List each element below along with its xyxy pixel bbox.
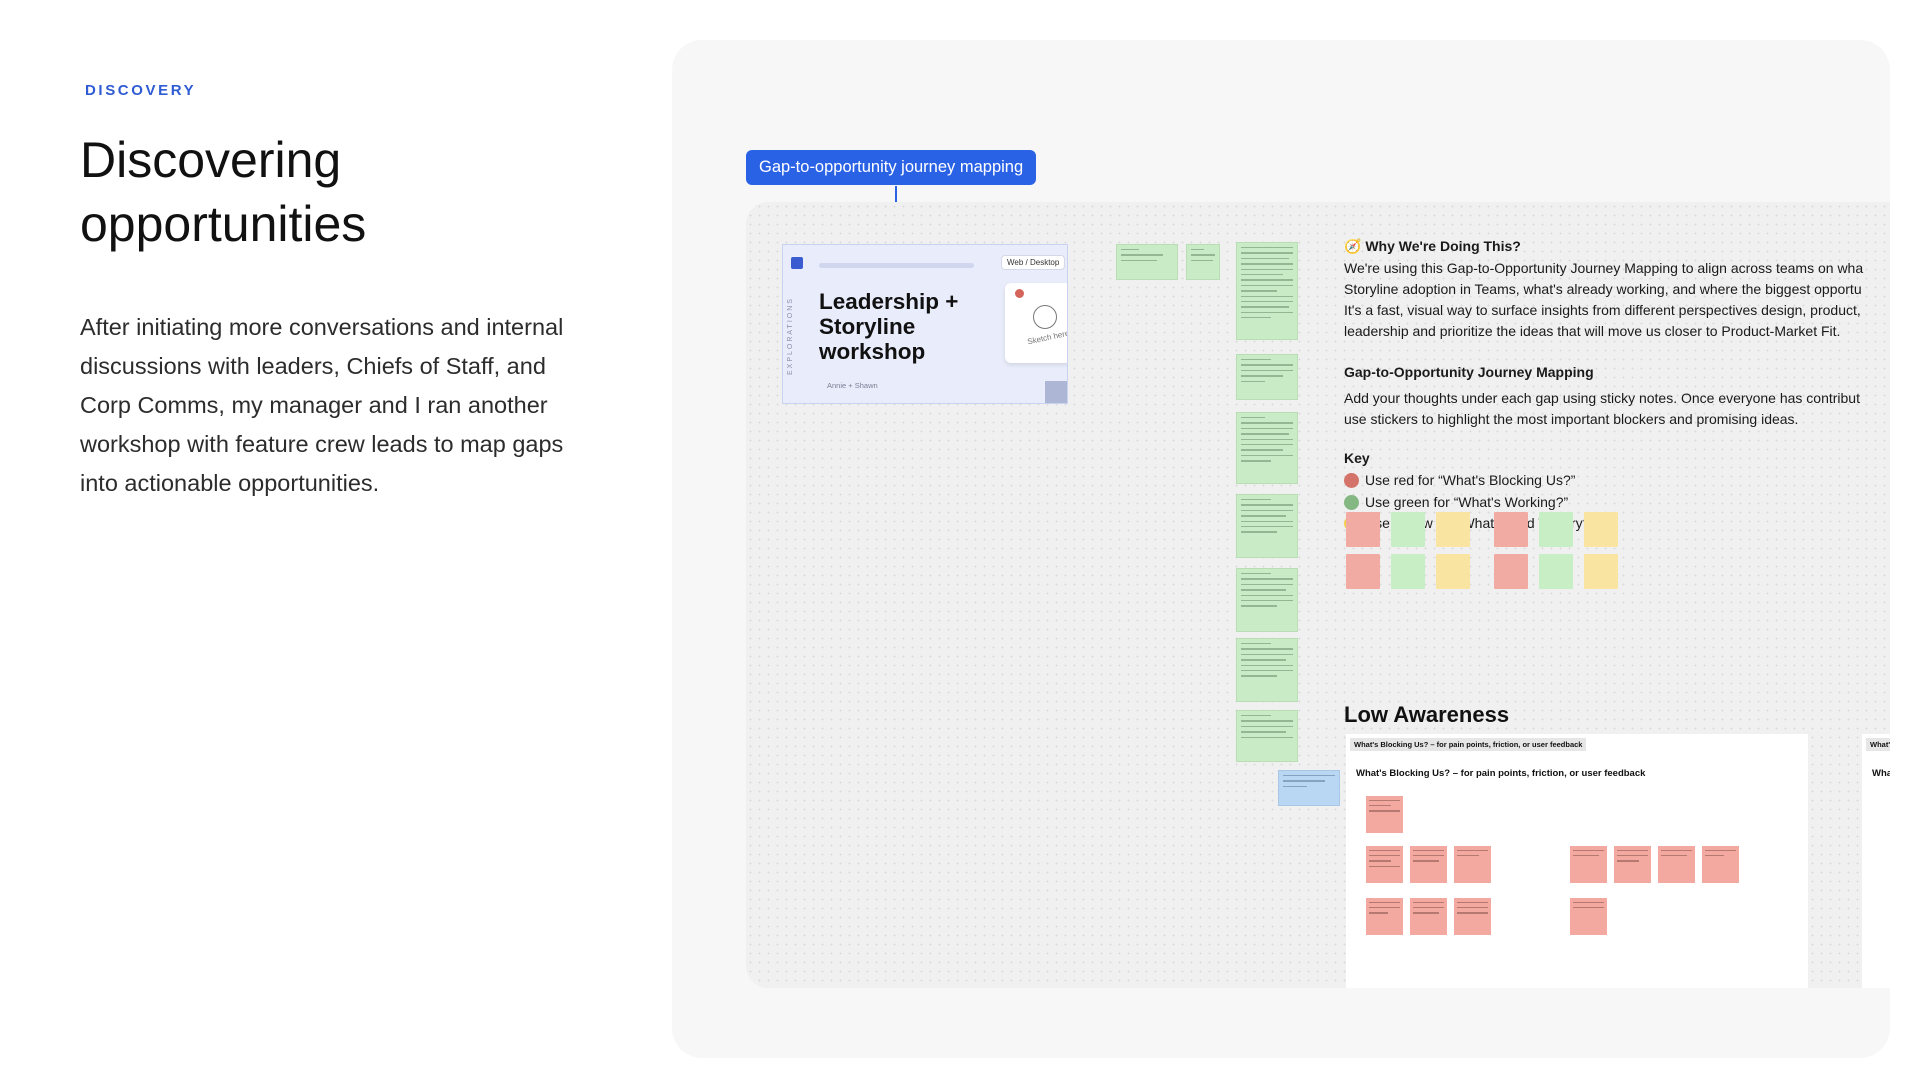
frame-tag: What's Blocking Us? – for pain points, f… (1350, 738, 1587, 751)
sticky-note-red[interactable] (1658, 846, 1695, 883)
sticky-note-green[interactable] (1391, 512, 1425, 547)
thumbnail-title-line-3: workshop (819, 339, 926, 364)
sticky-note-red[interactable] (1346, 512, 1380, 547)
workshop-thumbnail[interactable]: Web / Desktop EXPLORATIONS Leadership + … (782, 244, 1068, 404)
key-heading: Key (1344, 450, 1370, 466)
sticky-note-red[interactable] (1702, 846, 1739, 883)
sticky-note-yellow[interactable] (1436, 512, 1470, 547)
grid-icon (1045, 381, 1067, 403)
why-line-2: Storyline adoption in Teams, what's alre… (1344, 281, 1862, 297)
smiley-icon (1033, 305, 1057, 329)
thumbnail-address-bar (819, 263, 974, 268)
green-dot-icon (1344, 494, 1359, 510)
journey-mapping-chip: Gap-to-opportunity journey mapping (746, 150, 1037, 185)
frame-tag: What's V (1866, 738, 1890, 751)
whiteboard-canvas[interactable]: Web / Desktop EXPLORATIONS Leadership + … (746, 202, 1890, 988)
blocking-frame[interactable]: What's Blocking Us? – for pain points, f… (1346, 734, 1808, 988)
section-title: Low Awareness (1344, 702, 1510, 727)
instructions-panel: 🧭 Why We're Doing This? We're using this… (1344, 238, 1890, 535)
key-item-red: Use red for “What's Blocking Us?” (1344, 470, 1890, 492)
pin-icon (1015, 289, 1024, 298)
mapping-line-2: use stickers to highlight the most impor… (1344, 411, 1799, 427)
screenshot-card: Gap-to-opportunity journey mapping Web /… (672, 40, 1890, 1058)
thumbnail-title-line-1: Leadership + (819, 289, 959, 314)
sticky-note-green[interactable] (1236, 494, 1298, 558)
sticky-note-red[interactable] (1410, 846, 1447, 883)
sticky-note-red[interactable] (1410, 898, 1447, 935)
mapping-heading: Gap-to-Opportunity Journey Mapping (1344, 364, 1594, 380)
sticky-note-red[interactable] (1346, 554, 1380, 589)
mapping-line-1: Add your thoughts under each gap using s… (1344, 390, 1860, 406)
working-frame[interactable]: What's V What (1862, 734, 1890, 988)
sticky-note-red[interactable] (1494, 554, 1528, 589)
key-item-label: Use green for “What's Working?” (1365, 493, 1569, 510)
sticky-note-green[interactable] (1236, 568, 1298, 632)
sticky-note-green[interactable] (1186, 244, 1220, 280)
sketch-note-label: Sketch here (1026, 328, 1068, 347)
sticky-note-green[interactable] (1391, 554, 1425, 589)
platform-badge: Web / Desktop (1001, 255, 1066, 270)
why-line-4: leadership and prioritize the ideas that… (1344, 323, 1841, 339)
why-heading: 🧭 Why We're Doing This? (1344, 238, 1521, 254)
sticky-note-red[interactable] (1366, 846, 1403, 883)
sticky-note-green[interactable] (1539, 554, 1573, 589)
sticky-note-green[interactable] (1236, 638, 1298, 702)
page-title: Discovering opportunities (80, 128, 600, 256)
sticky-note-red[interactable] (1454, 898, 1491, 935)
why-line-3: It's a fast, visual way to surface insig… (1344, 302, 1861, 318)
sticky-note-green[interactable] (1236, 354, 1298, 400)
red-dot-icon (1344, 473, 1359, 489)
chip-connector (895, 186, 897, 214)
title-line-2: opportunities (80, 196, 367, 252)
sticky-note-yellow[interactable] (1584, 512, 1618, 547)
sticky-note-red[interactable] (1570, 898, 1607, 935)
eyebrow-label: DISCOVERY (85, 82, 197, 99)
sticky-note-red[interactable] (1366, 796, 1403, 833)
sticky-note-red[interactable] (1454, 846, 1491, 883)
sticky-note-blue[interactable] (1278, 770, 1340, 806)
sticky-note-red[interactable] (1570, 846, 1607, 883)
key-item-green: Use green for “What's Working?” (1344, 492, 1890, 514)
sticky-note-green[interactable] (1116, 244, 1178, 280)
sticky-note-red[interactable] (1366, 898, 1403, 935)
why-line-1: We're using this Gap-to-Opportunity Jour… (1344, 260, 1864, 276)
sticky-note-green[interactable] (1236, 412, 1298, 484)
title-line-1: Discovering (80, 132, 342, 188)
thumbnail-authors: Annie + Shawn (827, 381, 878, 390)
sticky-note-green[interactable] (1236, 710, 1298, 762)
key-item-label: Use red for “What's Blocking Us?” (1365, 472, 1576, 488)
frame-title: What's Blocking Us? – for pain points, f… (1356, 768, 1646, 779)
sketch-note: Sketch here (1005, 283, 1068, 363)
thumbnail-title: Leadership + Storyline workshop (819, 289, 969, 364)
sticky-note-green[interactable] (1539, 512, 1573, 547)
side-label: EXPLORATIONS (787, 297, 794, 375)
sticky-note-yellow[interactable] (1584, 554, 1618, 589)
description-paragraph: After initiating more conversations and … (80, 314, 564, 496)
sticky-note-yellow[interactable] (1436, 554, 1470, 589)
app-logo-icon (791, 257, 803, 269)
frame-title: What (1872, 768, 1890, 779)
thumbnail-title-line-2: Storyline (819, 314, 916, 339)
sticky-note-red[interactable] (1494, 512, 1528, 547)
sticky-note-red[interactable] (1614, 846, 1651, 883)
sticky-note-green[interactable] (1236, 242, 1298, 340)
